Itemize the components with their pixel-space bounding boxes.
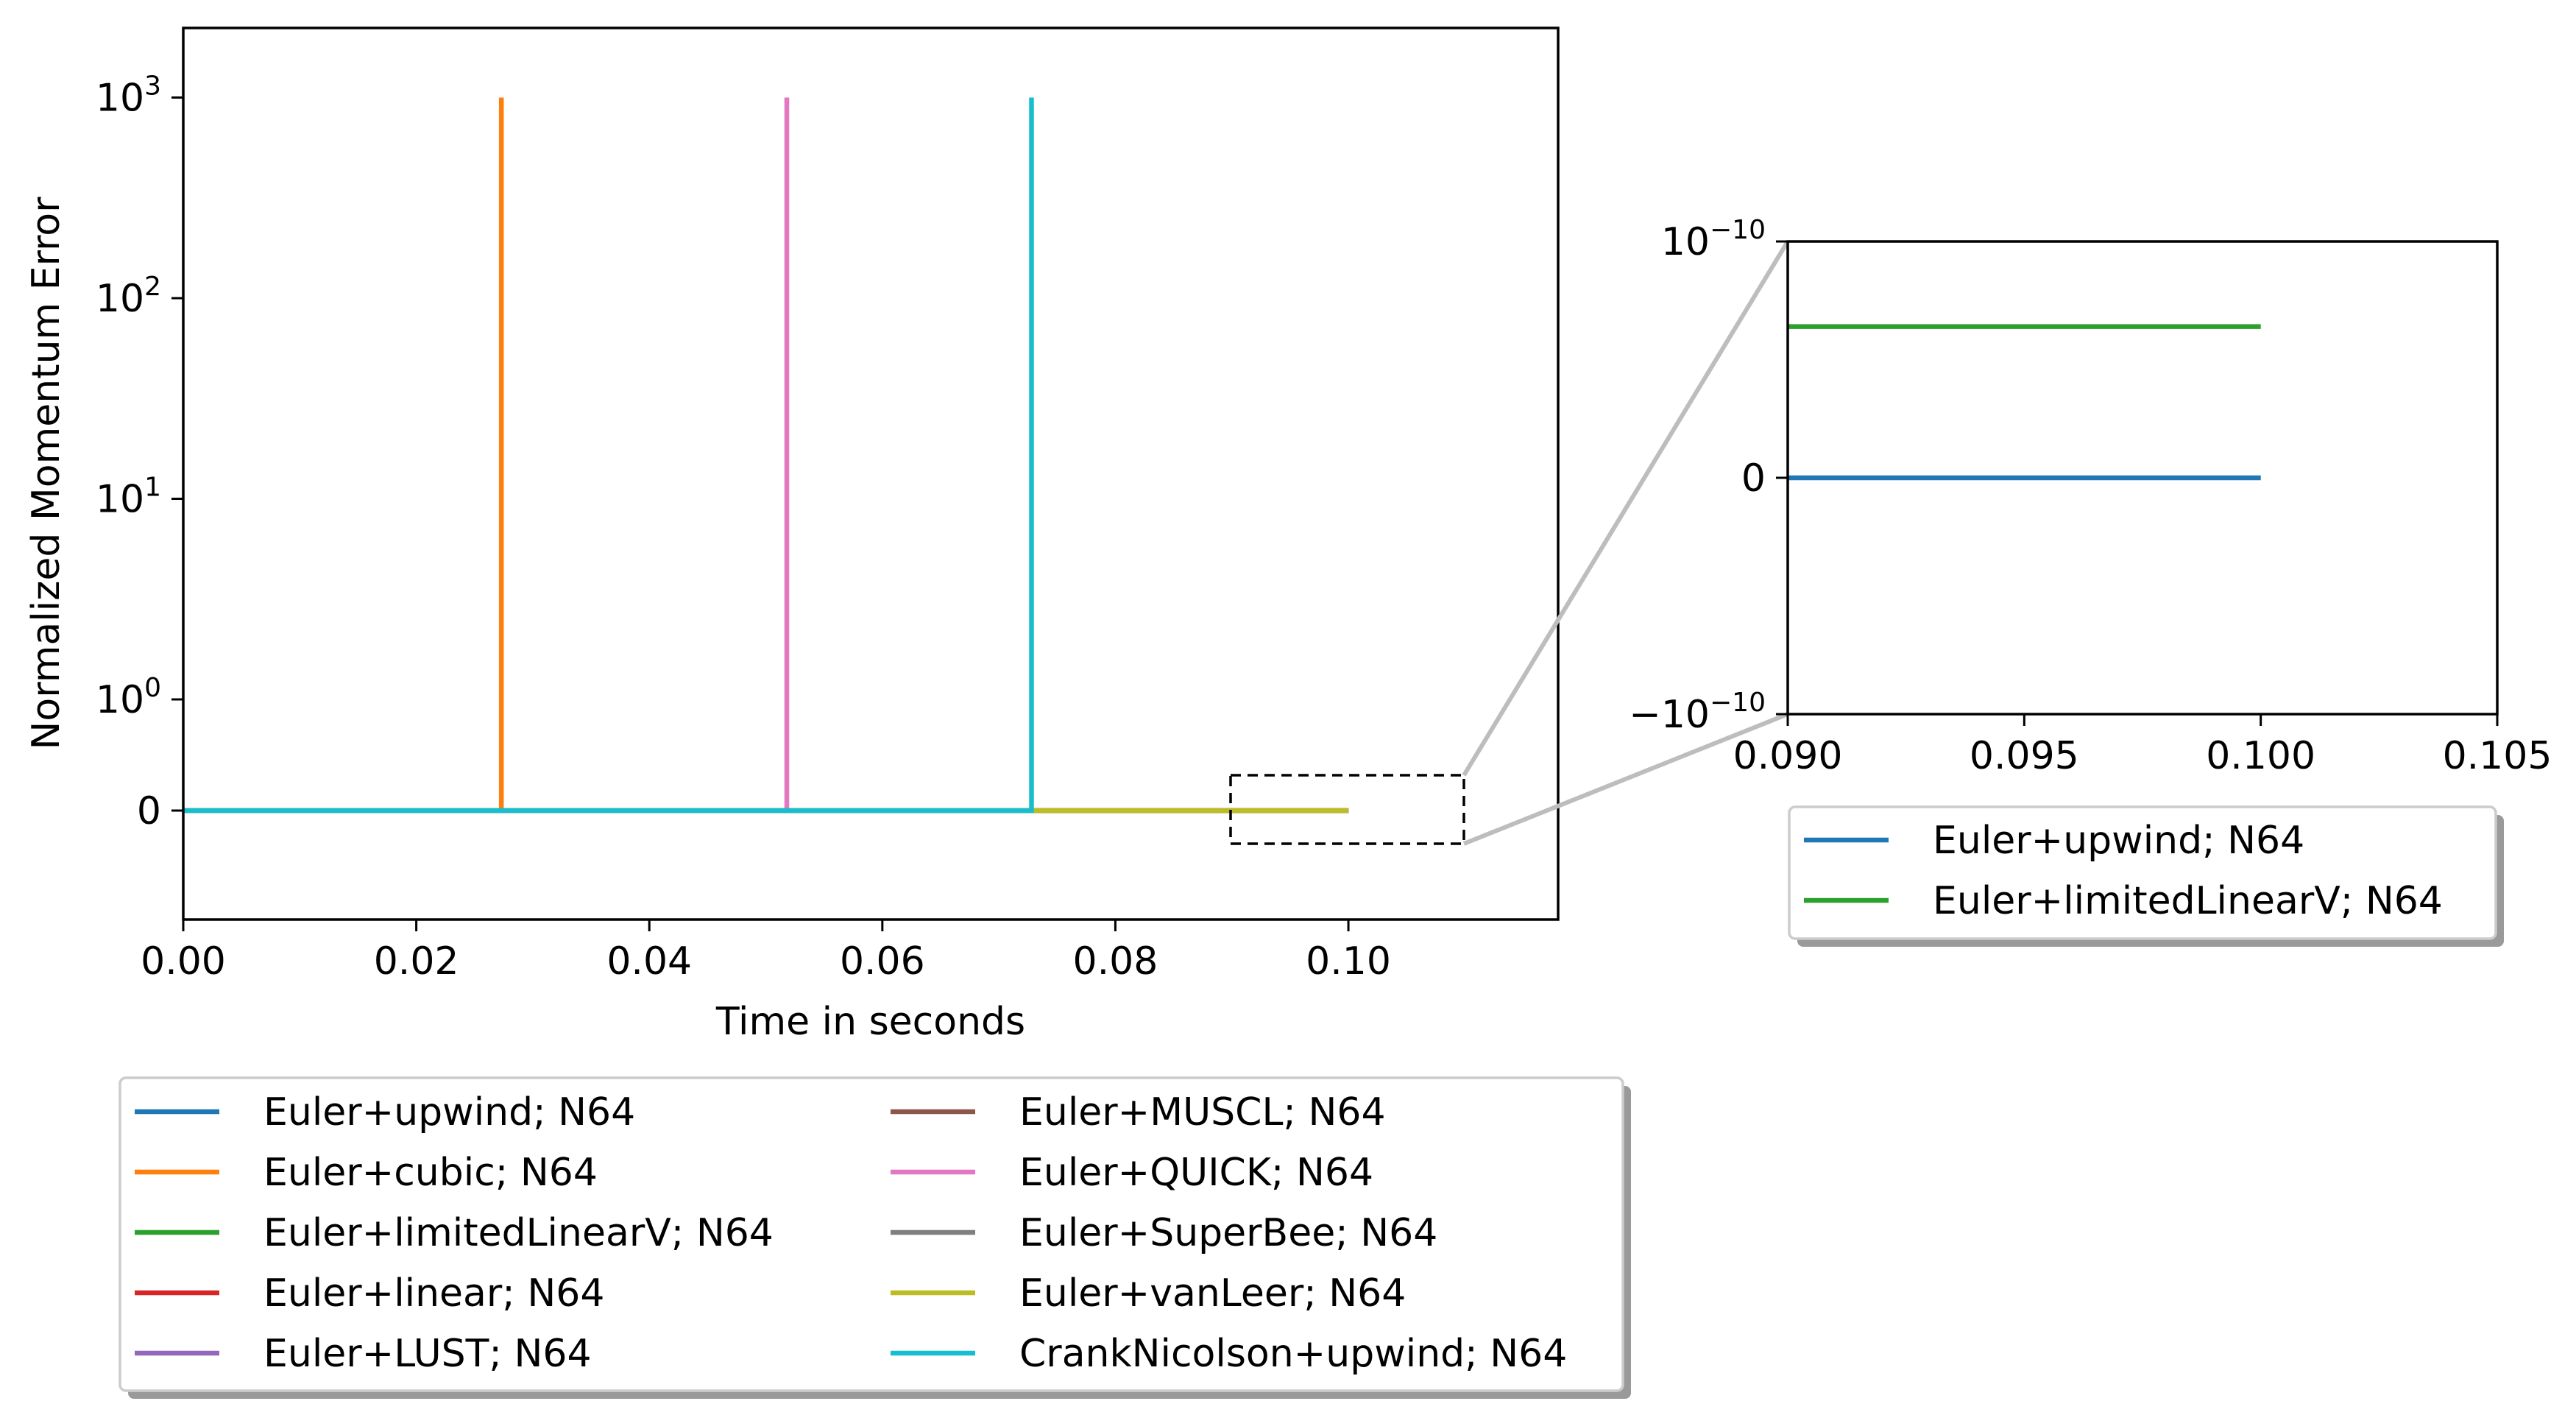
legend-label: Euler+MUSCL; N64 [1019,1090,1386,1135]
y-axis-label: Normalized Momentum Error [24,197,68,750]
inset-legend-box [1788,805,2497,940]
inset-plot: 0.090 0.095 0.100 0.105 10−10 0 −10−10 [1629,215,2552,778]
main-y-ticks: 0 100 101 102 103 [96,71,183,833]
x-tick-label: 0.08 [1073,939,1158,984]
legend-label: Euler+cubic; N64 [263,1151,598,1195]
y-tick-label: 0 [137,789,161,833]
x-tick-label: 0.10 [1306,939,1391,984]
y-tick-label: 100 [96,673,161,722]
y-tick-label: 102 [96,272,161,321]
legend-label: Euler+limitedLinearV; N64 [263,1211,774,1255]
main-x-ticks: 0.00 0.02 0.04 0.06 0.08 0.10 [141,920,1391,984]
inset-x-ticks: 0.090 0.095 0.100 0.105 [1733,714,2552,778]
inset-y-tick-label: 10−10 [1661,215,1766,264]
main-plot: 0.00 0.02 0.04 0.06 0.08 0.10 0 100 101 102 103 T… [24,27,1790,1044]
main-legend-box [118,1076,1624,1392]
inset-x-tick-label: 0.100 [2206,734,2315,778]
zoom-connector-top [1462,240,1790,777]
legend-label: Euler+vanLeer; N64 [1019,1271,1406,1316]
x-axis-label: Time in seconds [715,1000,1025,1044]
inset-legend-label: Euler+upwind; N64 [1933,819,2304,863]
legend-label: Euler+upwind; N64 [263,1090,635,1135]
inset-y-tick-label: 0 [1741,456,1766,501]
legend-label: Euler+SuperBee; N64 [1019,1211,1437,1255]
inset-y-ticks: 10−10 0 −10−10 [1629,215,1788,737]
x-tick-label: 0.04 [606,939,692,984]
main-axes-frame [182,27,1560,921]
legend-label: CrankNicolson+upwind; N64 [1019,1332,1567,1376]
inset-legend-label: Euler+limitedLinearV; N64 [1933,879,2443,923]
y-tick-label: 101 [96,473,161,522]
legend-label: Euler+linear; N64 [263,1271,604,1316]
x-tick-label: 0.02 [374,939,459,984]
inset-x-tick-label: 0.090 [1733,734,1843,778]
inset-x-tick-label: 0.095 [1970,734,2079,778]
legend-label: Euler+QUICK; N64 [1019,1151,1373,1195]
x-tick-label: 0.00 [141,939,226,984]
main-series-lines [183,97,1349,814]
zoom-connector-bottom [1462,712,1789,846]
inset-series-lines [1788,324,2261,481]
legend-label: Euler+LUST; N64 [263,1332,592,1376]
x-tick-label: 0.06 [840,939,925,984]
inset-x-tick-label: 0.105 [2443,734,2552,778]
series-line-10 [183,97,1034,814]
y-tick-label: 103 [96,71,161,121]
inset-y-tick-label: −10−10 [1629,688,1766,737]
